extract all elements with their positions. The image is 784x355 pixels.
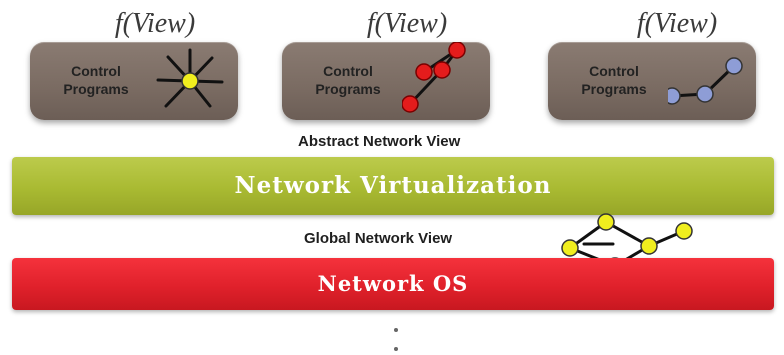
control-program-box-3: Control Programs	[548, 42, 756, 120]
control-program-label-2: Control Programs	[315, 63, 381, 97]
star-graph-icon	[156, 48, 224, 108]
control-program-box-2: Control Programs	[282, 42, 490, 120]
chain-graph-icon	[668, 57, 743, 105]
f-view-label-1: f(View)	[114, 8, 196, 39]
dot	[394, 347, 398, 351]
global-node	[640, 237, 658, 255]
chain-node	[696, 85, 714, 103]
chain-node	[725, 57, 743, 75]
control-program-label-1: Control Programs	[63, 63, 129, 97]
star-center-node	[181, 72, 199, 90]
global-network-graph-icon	[561, 213, 693, 275]
chain-node	[668, 87, 681, 105]
global-network-view-label: Global Network View	[304, 230, 453, 247]
path-node	[448, 42, 466, 59]
global-node	[675, 222, 693, 240]
network-os-bar: Network OS	[12, 258, 774, 310]
f-view-label-3: f(View)	[636, 8, 718, 39]
path-node	[402, 95, 419, 113]
continuation-dots-icon	[394, 328, 398, 351]
dot	[394, 328, 398, 332]
global-node	[597, 213, 615, 231]
path-graph-icon	[402, 42, 466, 113]
control-program-box-1: Control Programs	[30, 42, 238, 120]
control-program-label-3: Control Programs	[581, 63, 647, 97]
network-virtualization-bar: Network Virtualization	[12, 157, 774, 215]
path-node	[433, 61, 451, 79]
global-node	[561, 239, 579, 257]
f-view-label-2: f(View)	[366, 8, 448, 39]
path-node	[415, 63, 433, 81]
abstract-network-view-label: Abstract Network View	[298, 133, 461, 150]
